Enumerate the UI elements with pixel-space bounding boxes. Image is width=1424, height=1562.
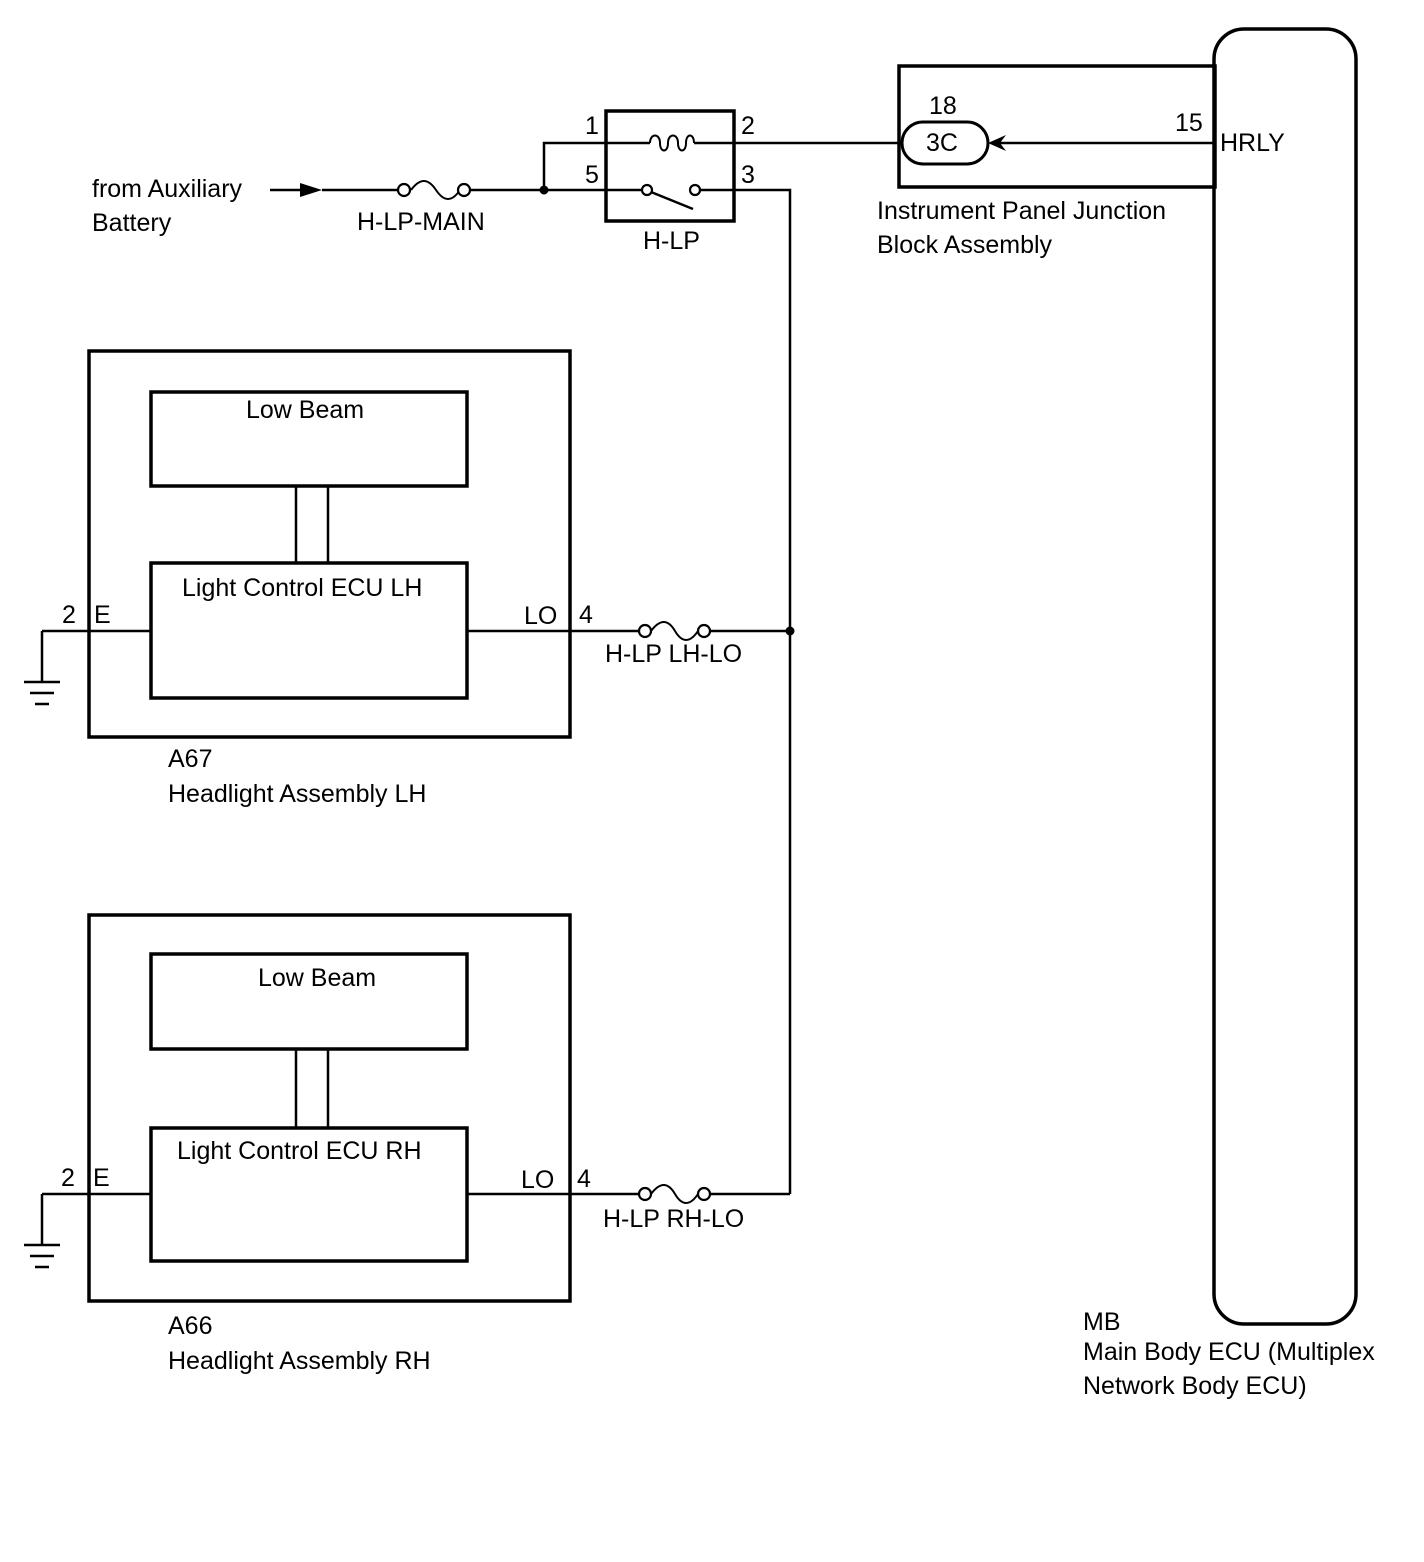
- relay-pin-2: 2: [741, 112, 755, 140]
- source-label-line2: Battery: [92, 209, 172, 237]
- lh-term-lo: LO: [524, 602, 557, 630]
- rh-ecu-label: Light Control ECU RH: [177, 1137, 422, 1165]
- headlight-assembly-lh: [24, 349, 640, 739]
- source-label-line1: from Auxiliary: [92, 175, 243, 203]
- wire-to-relay-coil: [542, 141, 606, 190]
- ecu-terminal-hrly: HRLY: [1220, 129, 1285, 157]
- rh-pin-lo: 4: [577, 1165, 591, 1193]
- relay-pin-5: 5: [585, 161, 599, 189]
- ecu-label-line2: Network Body ECU): [1083, 1372, 1307, 1400]
- ecu-code: MB: [1083, 1308, 1121, 1336]
- source-arrow-head: [300, 183, 322, 197]
- junction-label-line1: Instrument Panel Junction: [877, 197, 1166, 225]
- rh-term-lo: LO: [521, 1166, 554, 1194]
- lh-ecu-label: Light Control ECU LH: [182, 574, 422, 602]
- relay-contact-right: [688, 183, 702, 197]
- rh-low-beam-label: Low Beam: [258, 964, 376, 992]
- connector-arrow-icon: [988, 135, 1006, 151]
- connector-3c-label: 3C: [926, 129, 958, 157]
- rh-name: Headlight Assembly RH: [168, 1347, 431, 1375]
- relay-pin-3: 3: [741, 161, 755, 189]
- lh-name: Headlight Assembly LH: [168, 780, 426, 808]
- junction-pin-15: 15: [1175, 109, 1203, 137]
- relay-name: H-LP: [643, 227, 700, 255]
- rh-pin-ground: 2: [61, 1164, 75, 1192]
- relay-switch-blade-icon: [650, 190, 694, 211]
- main-body-ecu-box: [1212, 27, 1358, 1326]
- fuse-h-lp-lh-lo: [637, 621, 712, 641]
- lh-term-ground: E: [94, 601, 111, 629]
- lh-pin-ground: 2: [62, 601, 76, 629]
- relay-coil-icon: [649, 134, 695, 152]
- rh-term-ground: E: [93, 1164, 110, 1192]
- fuse-h-lp-main-label: H-LP-MAIN: [357, 208, 485, 236]
- fuse-h-lp-lh-lo-label: H-LP LH-LO: [605, 640, 742, 668]
- fuse-h-lp-rh-lo: [637, 1184, 712, 1204]
- relay-h-lp-box: [604, 109, 736, 223]
- connector-3c-pin: 18: [929, 92, 957, 120]
- relay-contact-left: [640, 183, 654, 197]
- wire-relay-to-bus: [734, 188, 792, 1194]
- lh-pin-lo: 4: [579, 601, 593, 629]
- lh-low-beam-label: Low Beam: [246, 396, 364, 424]
- junction-label-line2: Block Assembly: [877, 231, 1053, 259]
- ecu-label-line1: Main Body ECU (Multiplex: [1083, 1338, 1375, 1366]
- rh-low-beam-box: [149, 952, 469, 1051]
- fuse-h-lp-rh-lo-label: H-LP RH-LO: [603, 1205, 744, 1233]
- headlight-assembly-rh: [24, 913, 640, 1303]
- relay-pin-1: 1: [585, 112, 599, 140]
- lh-code: A67: [168, 745, 212, 773]
- rh-code: A66: [168, 1312, 212, 1340]
- fuse-h-lp-main: [396, 180, 472, 200]
- lh-low-beam-box: [149, 390, 469, 488]
